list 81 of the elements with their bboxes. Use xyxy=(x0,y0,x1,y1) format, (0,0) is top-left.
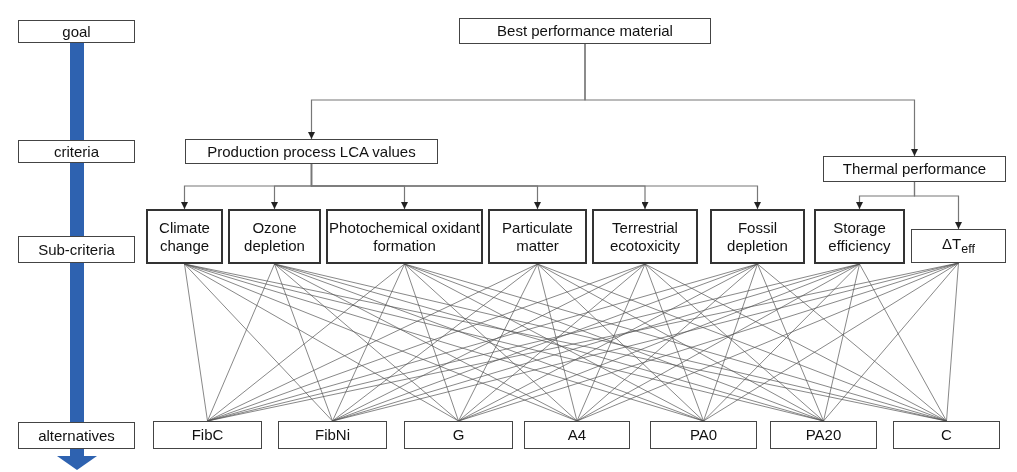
node-label: Terrestrial ecotoxicity xyxy=(609,218,681,255)
node-label: G xyxy=(452,426,465,444)
node-box xyxy=(146,209,223,264)
connector-line xyxy=(703,263,758,422)
connector-line xyxy=(946,262,959,422)
connector-line xyxy=(757,263,824,422)
connector-line xyxy=(576,263,758,422)
connector-line xyxy=(757,263,947,422)
node-box xyxy=(814,209,905,264)
node-box xyxy=(185,139,438,164)
node-box xyxy=(278,421,387,449)
node-box xyxy=(153,421,262,449)
connector-line xyxy=(703,262,959,422)
node-box xyxy=(18,236,135,263)
node-box xyxy=(18,20,135,43)
connector-line xyxy=(458,263,646,422)
connector-line xyxy=(332,263,538,422)
node-label: goal xyxy=(62,22,91,41)
connector-line xyxy=(207,263,275,422)
connector-line xyxy=(404,263,704,422)
node-label: FibNi xyxy=(315,426,350,444)
connector-line xyxy=(404,263,578,422)
connector-line xyxy=(644,263,947,422)
connector-line xyxy=(458,263,538,422)
arrow xyxy=(584,43,918,157)
connector-line xyxy=(184,263,333,422)
node-label: Production process LCA values xyxy=(207,142,416,161)
node-box xyxy=(459,18,711,44)
connector-line xyxy=(184,263,459,422)
node-label: criteria xyxy=(54,142,99,161)
node-label: Sub-criteria xyxy=(38,240,115,259)
connector-line xyxy=(404,263,459,422)
connector-line xyxy=(207,263,538,422)
node-label: Storage efficiency xyxy=(827,218,892,255)
node-box xyxy=(710,209,805,264)
node-box xyxy=(893,421,1000,449)
connector-line xyxy=(576,263,646,422)
node-box xyxy=(592,209,698,264)
node-label: A4 xyxy=(567,426,587,444)
node-box xyxy=(326,209,483,264)
node-label: Ozone depletion xyxy=(243,218,306,255)
node-box xyxy=(18,140,135,163)
arrow xyxy=(913,181,962,230)
node-box xyxy=(228,209,321,264)
connector-line xyxy=(823,263,860,422)
arrow xyxy=(310,163,761,210)
node-label: Photochemical oxidant formation xyxy=(328,218,481,255)
connector-line xyxy=(537,263,824,422)
node-label: Best performance material xyxy=(497,22,673,40)
node-box xyxy=(18,422,135,449)
connector-line xyxy=(859,263,947,422)
connector-line xyxy=(644,263,824,422)
node-label: PA20 xyxy=(805,426,842,444)
connector-line xyxy=(576,263,860,422)
node-label: Climate change xyxy=(158,218,211,255)
node-label: FibC xyxy=(191,426,224,444)
connector-line xyxy=(274,263,333,422)
node-box xyxy=(404,421,513,449)
connector-line xyxy=(823,262,959,422)
connector-line xyxy=(332,263,405,422)
node-label: ΔT$_{eff}$ xyxy=(942,235,975,257)
connector-line xyxy=(458,263,758,422)
connector-line xyxy=(703,263,860,422)
node-label: alternatives xyxy=(38,426,115,445)
connector-line xyxy=(537,263,578,422)
connector-line xyxy=(184,263,208,422)
node-box xyxy=(823,156,1006,182)
connector-line xyxy=(537,263,704,422)
node-label: Particulate matter xyxy=(501,218,574,255)
node-label: Thermal performance xyxy=(842,160,987,178)
connector-line xyxy=(207,263,405,422)
node-box xyxy=(488,209,587,264)
node-box xyxy=(650,421,757,449)
node-box xyxy=(770,421,877,449)
node-label: PA0 xyxy=(689,426,718,444)
node-label: C xyxy=(941,426,952,444)
node-box xyxy=(524,421,630,449)
connector-line xyxy=(644,263,704,422)
node-label: Fossil depletion xyxy=(726,218,789,255)
connector-line xyxy=(274,263,459,422)
node-box xyxy=(911,229,1006,263)
